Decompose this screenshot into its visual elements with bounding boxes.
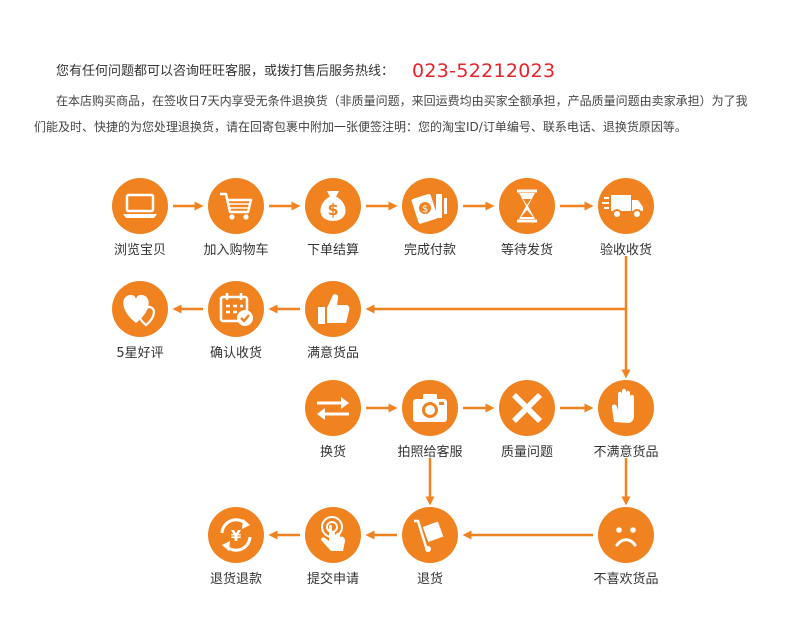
hourglass-icon xyxy=(517,189,537,223)
step-photo: 拍照给客服 xyxy=(397,380,463,460)
step-return: 退货 xyxy=(402,507,458,587)
step-review: 5星好评 xyxy=(112,281,168,361)
hotline-text: 您有任何问题都可以咨询旺旺客服，或拨打售后服务热线： xyxy=(56,64,395,79)
svg-text:$: $ xyxy=(327,200,338,219)
step-refund: ¥ 退货退款 xyxy=(208,507,264,587)
swap-arrows-icon xyxy=(317,397,349,420)
tap-finger-icon xyxy=(321,516,345,551)
step-circle xyxy=(598,507,654,563)
step-label: 满意货品 xyxy=(307,345,359,361)
step-label: 质量问题 xyxy=(501,445,553,460)
step-confirm: 确认收货 xyxy=(208,281,264,361)
step-pay: $ 完成付款 xyxy=(402,178,458,258)
return-policy-text: 在本店购买商品，在签收日7天内享受无条件退换货（非质量问题，来回运费均由买家全额… xyxy=(34,94,748,134)
step-quality: 质量问题 xyxy=(499,380,555,460)
money-bag-icon: $ xyxy=(320,191,346,221)
step-label: 5星好评 xyxy=(116,346,163,361)
hearts-icon xyxy=(123,295,155,327)
step-cart: 加入购物车 xyxy=(203,178,269,258)
step-label: 退货 xyxy=(417,571,443,587)
step-apply: 提交申请 xyxy=(305,507,361,587)
hotline-line: 您有任何问题都可以咨询旺旺客服，或拨打售后服务热线： 023-52212023 xyxy=(56,60,555,82)
sad-face-icon xyxy=(615,527,637,547)
step-label: 加入购物车 xyxy=(203,242,268,258)
camera-icon xyxy=(413,394,447,422)
step-label: 等待发货 xyxy=(501,242,553,258)
step-circle xyxy=(208,281,264,337)
step-exchange: 换货 xyxy=(305,380,361,460)
laptop-icon xyxy=(123,193,157,218)
flow-arrows xyxy=(172,201,631,540)
step-browse: 浏览宝贝 xyxy=(112,178,168,258)
payment-icon: $ xyxy=(411,193,447,224)
hand-truck-icon xyxy=(414,519,444,552)
thumbs-up-icon xyxy=(318,294,350,324)
step-label: 不满意货品 xyxy=(593,444,658,460)
step-label: 下单结算 xyxy=(307,243,359,258)
hotline-phone: 023-52212023 xyxy=(412,60,556,82)
stop-hand-icon xyxy=(611,388,634,423)
x-mark-icon xyxy=(512,393,542,423)
shopping-cart-icon xyxy=(220,192,253,220)
svg-text:¥: ¥ xyxy=(231,527,242,545)
calendar-check-icon xyxy=(219,293,253,326)
step-wait: 等待发货 xyxy=(499,178,555,258)
svg-text:$: $ xyxy=(422,204,428,215)
step-inspect: 验收收货 xyxy=(598,178,654,258)
step-label: 验收收货 xyxy=(600,242,652,258)
step-label: 拍照给客服 xyxy=(397,444,462,460)
flow-nodes: 浏览宝贝 加入购物车 $ 下单结算 $ 完成付款 等待发货 验收收货 5星好评 确认收货 满意货品换… xyxy=(112,178,659,587)
step-label: 提交申请 xyxy=(307,571,359,587)
step-unsatisfied: 不满意货品 xyxy=(593,380,659,460)
step-circle xyxy=(112,178,168,234)
step-circle xyxy=(305,380,361,436)
step-label: 浏览宝贝 xyxy=(114,242,166,258)
step-circle xyxy=(208,507,264,563)
step-order: $ 下单结算 xyxy=(305,178,361,258)
step-label: 不喜欢货品 xyxy=(593,571,658,587)
step-label: 退货退款 xyxy=(210,571,262,587)
step-label: 换货 xyxy=(320,444,346,460)
delivery-truck-icon xyxy=(602,195,643,219)
step-label: 确认收货 xyxy=(210,345,262,361)
step-label: 完成付款 xyxy=(404,243,456,258)
step-circle xyxy=(208,178,264,234)
yen-cycle-icon: ¥ xyxy=(220,518,252,552)
step-dislike: 不喜欢货品 xyxy=(593,507,659,587)
step-satisfied: 满意货品 xyxy=(305,281,361,361)
